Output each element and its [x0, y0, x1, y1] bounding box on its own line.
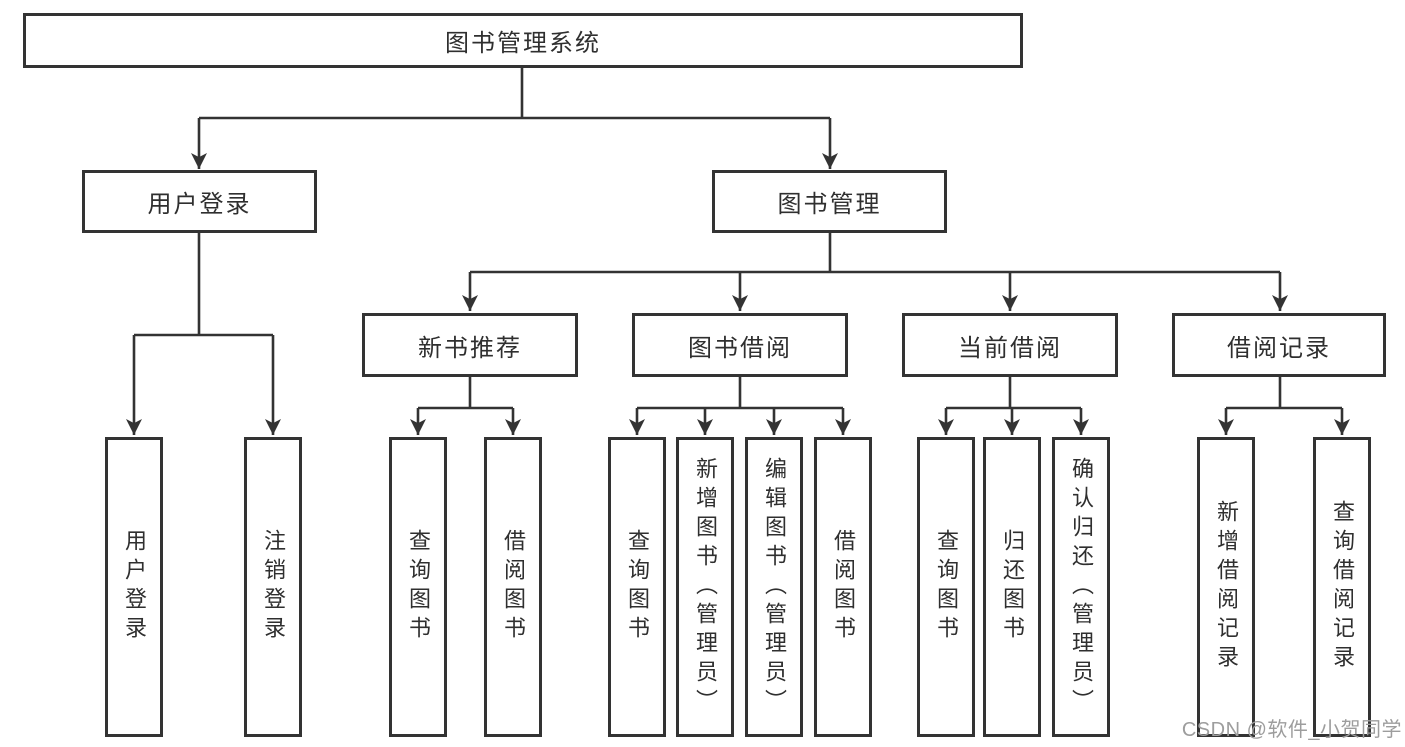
leaf-borrow-books-label: 借阅图书: [831, 529, 856, 645]
leaf-add-borrow-record: 新增借阅记录: [1197, 437, 1255, 737]
node-user-login-label: 用户登录: [147, 191, 252, 218]
leaf-add-borrow-record-label: 新增借阅记录: [1214, 500, 1239, 674]
leaf-query-books-recommend-label: 查询图书: [406, 529, 431, 645]
node-current-borrowing: 当前借阅: [902, 313, 1118, 377]
leaf-confirm-return-admin: 确认归还（管理员）: [1052, 437, 1110, 737]
node-book-management-branch: 图书管理: [712, 170, 947, 233]
node-new-book-recommend: 新书推荐: [362, 313, 578, 377]
leaf-user-login-label: 用户登录: [122, 529, 147, 645]
leaf-add-books-admin-label: 新增图书（管理员）: [693, 456, 718, 718]
leaf-query-borrow-record: 查询借阅记录: [1313, 437, 1371, 737]
node-book-management-label: 图书管理: [777, 191, 882, 218]
leaf-return-books-label: 归还图书: [1000, 529, 1025, 645]
leaf-borrow-books-recommend: 借阅图书: [484, 437, 542, 737]
node-book-borrowing: 图书借阅: [632, 313, 848, 377]
leaf-edit-books-admin: 编辑图书（管理员）: [745, 437, 803, 737]
leaf-query-books-current-label: 查询图书: [934, 529, 959, 645]
leaf-logout: 注销登录: [244, 437, 302, 737]
leaf-query-books-borrowing: 查询图书: [608, 437, 666, 737]
leaf-borrow-books: 借阅图书: [814, 437, 872, 737]
node-root-label: 图书管理系统: [445, 30, 601, 57]
node-current-borrowing-label: 当前借阅: [958, 334, 1062, 362]
leaf-add-books-admin: 新增图书（管理员）: [676, 437, 734, 737]
leaf-return-books: 归还图书: [983, 437, 1041, 737]
leaf-user-login: 用户登录: [105, 437, 163, 737]
node-borrowing-records-label: 借阅记录: [1227, 334, 1331, 362]
node-new-book-recommend-label: 新书推荐: [418, 334, 522, 362]
node-user-login-branch: 用户登录: [82, 170, 317, 233]
leaf-borrow-books-recommend-label: 借阅图书: [501, 529, 526, 645]
node-borrowing-records: 借阅记录: [1172, 313, 1386, 377]
node-book-borrowing-label: 图书借阅: [688, 334, 792, 362]
node-root: 图书管理系统: [23, 13, 1023, 68]
leaf-query-books-current: 查询图书: [917, 437, 975, 737]
csdn-watermark: CSDN @软件_小贺同学: [1181, 719, 1402, 741]
leaf-edit-books-admin-label: 编辑图书（管理员）: [762, 456, 787, 718]
leaf-query-books-recommend: 查询图书: [389, 437, 447, 737]
leaf-query-books-borrowing-label: 查询图书: [625, 529, 650, 645]
leaf-confirm-return-admin-label: 确认归还（管理员）: [1069, 456, 1094, 718]
leaf-logout-label: 注销登录: [261, 529, 286, 645]
leaf-query-borrow-record-label: 查询借阅记录: [1330, 500, 1355, 674]
